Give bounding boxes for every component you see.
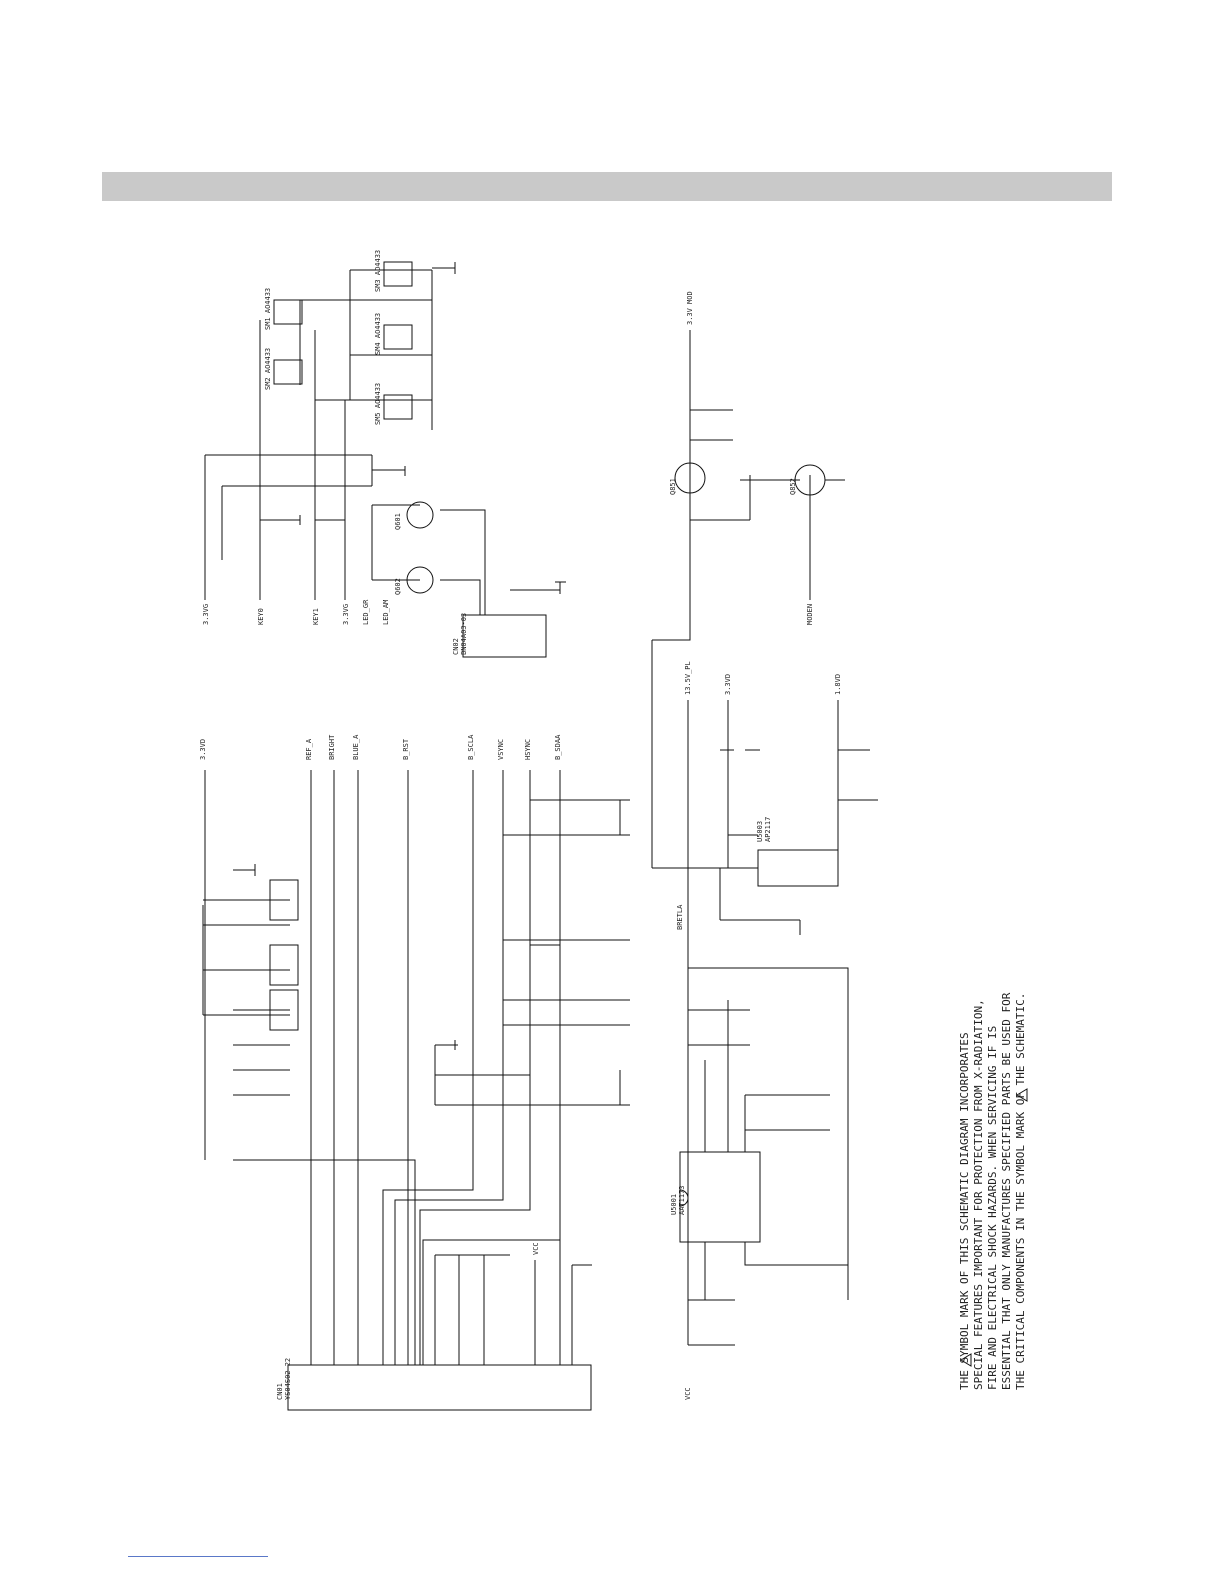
- net-b-rst: B_RST: [402, 738, 410, 760]
- mosfet-sm4: [383, 324, 413, 350]
- connector-cn02: [462, 614, 547, 658]
- boost-section: [687, 1000, 848, 1346]
- sm5-label: SM5 AO4433: [374, 383, 382, 425]
- label-cn02-part: BN04A03-03: [460, 613, 468, 655]
- sm1-label: SM1 AO4433: [264, 288, 272, 330]
- net-3v3d-r: 3.3VD: [724, 674, 732, 695]
- warning-line-4: ESSENTIAL THAT ONLY MANUFACTURES SPECIFI…: [1000, 992, 1013, 1390]
- net-moden: MODEN: [806, 604, 814, 625]
- net-bright: BRIGHT: [328, 734, 336, 760]
- net-hsync: HSYNC: [524, 739, 532, 760]
- header-band: [102, 172, 1112, 201]
- ic-u5003: [757, 849, 839, 887]
- transistor-q602: [406, 566, 434, 594]
- mosfet-sm1: [273, 299, 303, 325]
- label-u5003: U5003: [756, 821, 764, 842]
- sm3-label: SM3 AO4433: [374, 250, 382, 292]
- footer-link-line: [128, 1556, 268, 1557]
- net-3v3-mod: 3.3V MOD: [686, 291, 694, 325]
- sm2-label: SM2 AO4433: [264, 348, 272, 390]
- ic-notch: [679, 1189, 689, 1207]
- vcc-bottom-label: VCC: [684, 1387, 692, 1400]
- mosfet-sm2: [273, 359, 303, 385]
- label-u5001: U5001: [670, 1194, 678, 1215]
- net-13v5-pl: 13.5V_PL: [684, 661, 692, 695]
- net-b-scla: B_SCLA: [467, 734, 475, 760]
- net-vsync: VSYNC: [497, 739, 505, 760]
- transistor-q851: [674, 462, 706, 494]
- transistor-q601: [406, 501, 434, 529]
- q852-label: Q852: [789, 478, 797, 495]
- warning-line-5: THE CRITICAL COMPONENTS IN THE SYMBOL MA…: [1014, 993, 1027, 1390]
- net-vcc-a: VCC: [532, 1242, 540, 1255]
- q851-label: Q851: [669, 478, 677, 495]
- key-led-section: [204, 262, 566, 615]
- warning-line-3: FIRE AND ELECTRICAL SHOCK HAZARDS. WHEN …: [986, 1026, 999, 1390]
- q601-label: Q601: [394, 513, 402, 530]
- net-b-sdaa: B_SDAA: [554, 734, 562, 760]
- net-led-gr: LED_GR: [362, 599, 370, 625]
- diode-zd17: [269, 944, 299, 986]
- mosfet-sm3: [383, 261, 413, 287]
- warning-line-2: SPECIAL FEATURES IMPORTANT FOR PROTECTIO…: [972, 999, 985, 1390]
- label-cn01-part: YS04S02-22: [284, 1358, 292, 1400]
- main-bus: [202, 770, 592, 1365]
- mosfet-sm5: [383, 394, 413, 420]
- net-blue-a: BLUE_A: [352, 734, 360, 760]
- label-u5001-part: AAT1173: [678, 1185, 686, 1215]
- label-cn01: CN01: [276, 1383, 284, 1400]
- warning-line-1: THE SYMBOL MARK OF THIS SCHEMATIC DIAGRA…: [958, 1032, 971, 1390]
- ic-u5001: [679, 1151, 761, 1243]
- net-3v3g-a: 3.3VG: [202, 604, 210, 625]
- transistor-q852: [794, 464, 826, 496]
- net-3v3g-b: 3.3VG: [342, 604, 350, 625]
- mid-components: [434, 770, 630, 1106]
- connector-cn01: [287, 1364, 592, 1411]
- net-led-am: LED_AM: [382, 600, 390, 625]
- regulator-section: [651, 330, 878, 1345]
- label-cn02: CN02: [452, 638, 460, 655]
- warning-triangle-icon: [960, 1088, 1028, 1367]
- net-bretla: BRETLA: [676, 904, 684, 930]
- net-3v3d: 3.3VD: [199, 739, 207, 760]
- sm4-label: SM4 AO4433: [374, 313, 382, 355]
- diode-zd18: [269, 879, 299, 921]
- net-ref-a: REF_A: [305, 738, 313, 760]
- net-1v8d: 1.8VD: [834, 674, 842, 695]
- net-key0: KEY0: [257, 608, 265, 625]
- label-u5003-part: AP2117: [764, 817, 772, 842]
- net-key1: KEY1: [312, 608, 320, 625]
- diode-zd16: [269, 989, 299, 1031]
- q602-label: Q602: [394, 578, 402, 595]
